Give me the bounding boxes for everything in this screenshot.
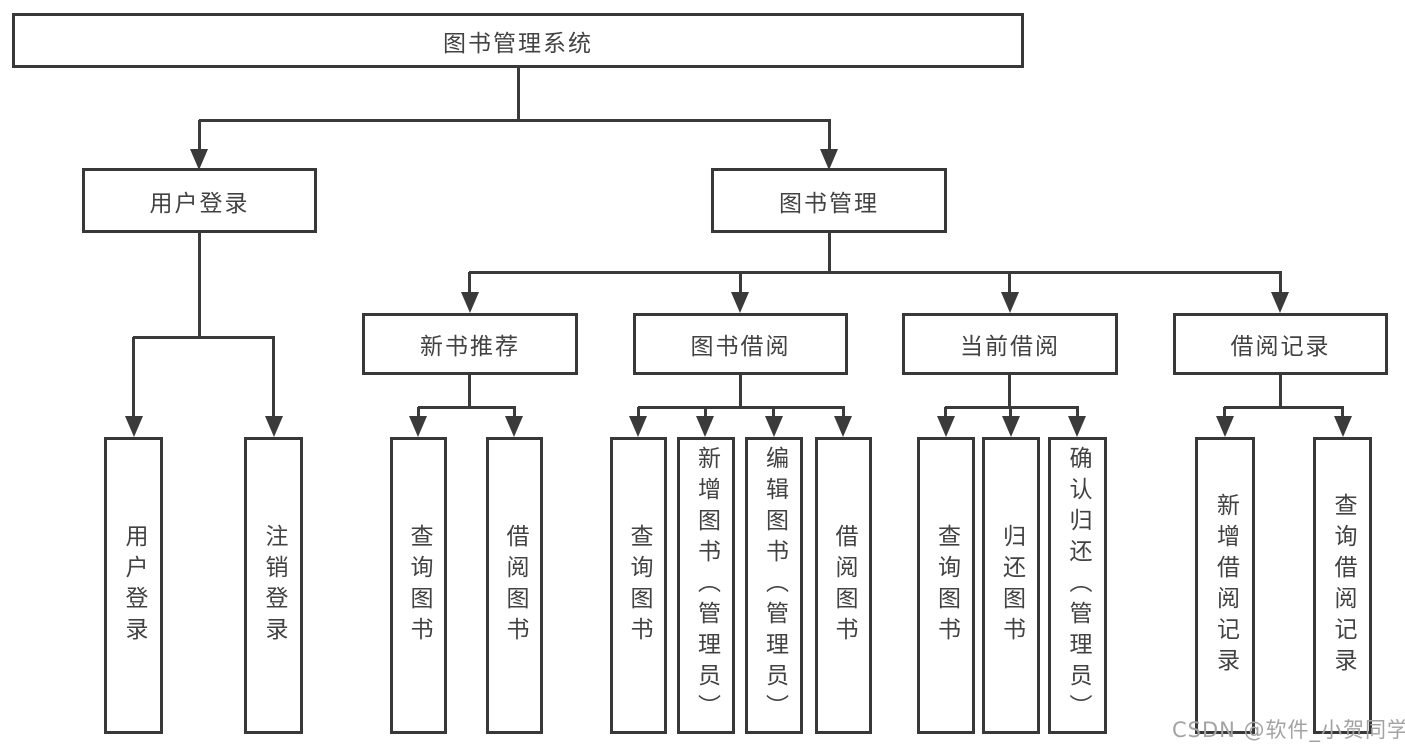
connector-stem [198,233,201,337]
node-user-login: 用户登录 [82,168,317,233]
leaf-borrow-books-recommend: 借阅图书 [486,437,543,734]
leaf-query-borrow-record: 查询借阅记录 [1313,437,1372,734]
connector-arrowhead [937,416,955,437]
leaf-user-login: 用户登录 [104,437,163,734]
connector-stem [468,375,471,408]
connector-arrowhead [1334,416,1352,437]
connector-bus [945,406,1079,409]
leaf-query-books-recommend-label: 查询图书 [406,523,432,648]
connector-drop [1076,407,1079,418]
leaf-logout-label: 注销登录 [261,523,287,648]
connector-drop [1341,407,1344,418]
connector-drop [468,272,471,294]
leaf-query-books-borrow: 查询图书 [610,437,667,734]
node-book-borrow: 图书借阅 [633,313,848,375]
connector-drop [772,407,775,418]
node-borrow-records-label: 借阅记录 [1230,334,1331,360]
leaf-add-book-admin-label: 新增图书（管理员） [693,446,720,725]
connector-drop [272,337,275,419]
leaf-confirm-return-admin: 确认归还（管理员） [1048,437,1107,734]
node-book-management-label: 图书管理 [779,190,879,217]
connector-stem [1008,375,1011,408]
connector-stem [1279,375,1282,408]
connector-arrowhead [629,416,647,437]
connector-arrowhead [125,416,143,437]
leaf-user-login-label: 用户登录 [121,523,147,648]
leaf-add-book-admin: 新增图书（管理员） [677,437,735,734]
connector-arrowhead [409,416,427,437]
connector-arrowhead [1002,416,1020,437]
node-root: 图书管理系统 [12,13,1024,68]
leaf-borrow-books: 借阅图书 [815,437,872,734]
connector-drop [704,407,707,418]
leaf-query-books-borrow-label: 查询图书 [626,523,652,648]
connector-drop [637,407,640,418]
connector-bus [469,271,1282,274]
connector-bus [418,406,516,409]
leaf-return-books: 归还图书 [982,437,1040,734]
connector-stem [739,375,742,408]
connector-drop [513,407,516,418]
leaf-query-books-current: 查询图书 [917,437,975,734]
connector-arrowhead [765,416,783,437]
connector-drop [828,120,831,152]
connector-arrowhead [265,416,283,437]
connector-drop [417,407,420,418]
leaf-logout: 注销登录 [244,437,303,734]
connector-arrowhead [834,416,852,437]
leaf-edit-book-admin-label: 编辑图书（管理员） [761,446,788,725]
leaf-add-borrow-record: 新增借阅记录 [1195,437,1255,734]
connector-arrowhead [696,416,714,437]
connector-arrowhead [1001,292,1019,313]
node-current-borrow: 当前借阅 [902,313,1118,375]
leaf-borrow-books-recommend-label: 借阅图书 [502,523,528,648]
connector-drop [1008,272,1011,294]
connector-bus [133,336,275,339]
connector-arrowhead [731,292,749,313]
node-borrow-records: 借阅记录 [1173,313,1388,375]
connector-arrowhead [1271,292,1289,313]
leaf-add-borrow-record-label: 新增借阅记录 [1212,492,1239,679]
node-book-borrow-label: 图书借阅 [690,334,791,360]
node-new-book-recommend-label: 新书推荐 [420,334,520,360]
leaf-borrow-books-label: 借阅图书 [831,523,857,648]
connector-drop [739,272,742,294]
node-book-management: 图书管理 [711,168,947,233]
connector-drop [1279,272,1282,294]
connector-bus [638,406,845,409]
connector-bus [1224,406,1344,409]
connector-arrowhead [461,292,479,313]
leaf-confirm-return-admin-label: 确认归还（管理员） [1065,446,1091,725]
connector-drop [842,407,845,418]
connector-arrowhead [820,149,838,170]
leaf-query-borrow-record-label: 查询借阅记录 [1330,492,1356,679]
connector-arrowhead [1068,416,1086,437]
connector-drop [198,120,201,152]
node-current-borrow-label: 当前借阅 [960,334,1060,360]
connector-bus [199,119,831,122]
connector-drop [944,407,947,418]
connector-arrowhead [190,149,208,170]
watermark: CSDN @软件_小贺同学 [1172,718,1405,742]
leaf-query-books-current-label: 查询图书 [933,523,960,648]
connector-drop [1223,407,1226,418]
connector-arrowhead [505,416,523,437]
connector-drop [132,337,135,419]
node-user-login-label: 用户登录 [149,190,250,217]
leaf-return-books-label: 归还图书 [998,523,1025,648]
connector-stem [517,68,520,120]
connector-stem [828,233,831,273]
leaf-edit-book-admin: 编辑图书（管理员） [745,437,803,734]
leaf-query-books-recommend: 查询图书 [390,437,447,734]
node-root-label: 图书管理系统 [443,30,593,57]
connector-arrowhead [1216,416,1234,437]
node-new-book-recommend: 新书推荐 [362,313,578,375]
connector-drop [1009,407,1012,418]
